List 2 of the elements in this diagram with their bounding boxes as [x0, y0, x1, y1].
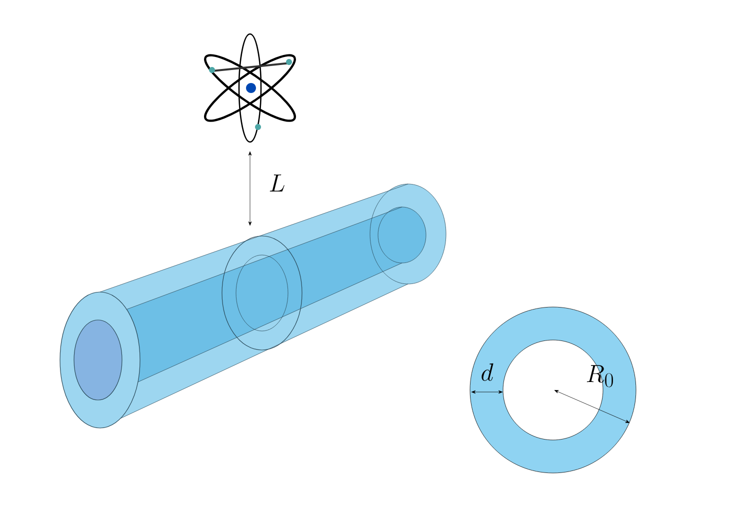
dimension-label: $L$ — [270, 174, 284, 192]
dimension-label: $d$ — [482, 363, 494, 381]
